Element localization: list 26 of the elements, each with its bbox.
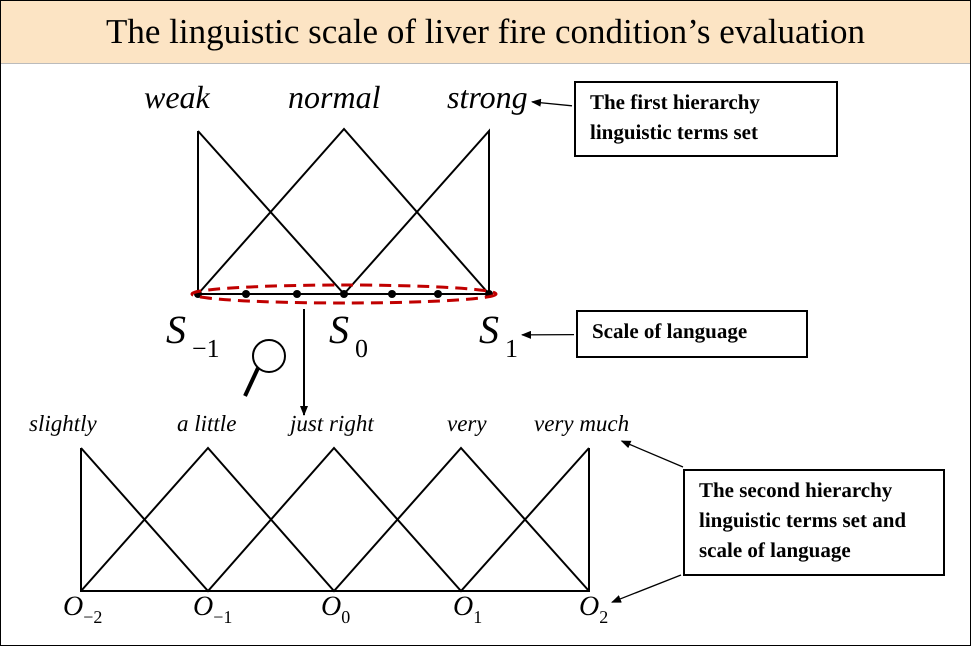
term-label: normal bbox=[288, 79, 380, 116]
arrow bbox=[521, 330, 574, 339]
scale-symbol: S$_{−1}$ bbox=[166, 306, 220, 364]
arrow bbox=[531, 98, 572, 107]
term-label: slightly bbox=[29, 411, 97, 437]
term-label: strong bbox=[447, 79, 528, 116]
scale-symbol: O$_{0}$ bbox=[321, 591, 350, 628]
arrow bbox=[300, 309, 308, 416]
term-label: very bbox=[447, 411, 487, 437]
scale-symbol: S$_{0}$ bbox=[329, 306, 368, 364]
dashed-ellipse bbox=[190, 284, 498, 304]
arrow bbox=[611, 574, 682, 603]
scale-symbol: S$_{1}$ bbox=[479, 306, 518, 364]
term-label: weak bbox=[144, 79, 210, 116]
callout-box: The second hierarchy linguistic terms set and scale of language bbox=[683, 469, 945, 576]
term-label: a little bbox=[177, 411, 236, 437]
callout-box: The first hierarchy linguistic terms set bbox=[574, 81, 838, 157]
term-label: just right bbox=[290, 411, 374, 437]
scale-symbol: O$_{1}$ bbox=[453, 591, 482, 628]
callout-box: Scale of language bbox=[576, 310, 808, 358]
scale-symbol: O$_{−1}$ bbox=[193, 591, 232, 628]
arrow bbox=[620, 440, 684, 468]
scale-symbol: O$_{2}$ bbox=[579, 591, 608, 628]
scale-symbol: O$_{−2}$ bbox=[63, 591, 102, 628]
title-banner: The linguistic scale of liver fire condition’s evaluation bbox=[1, 1, 970, 64]
term-label: very much bbox=[534, 411, 630, 437]
